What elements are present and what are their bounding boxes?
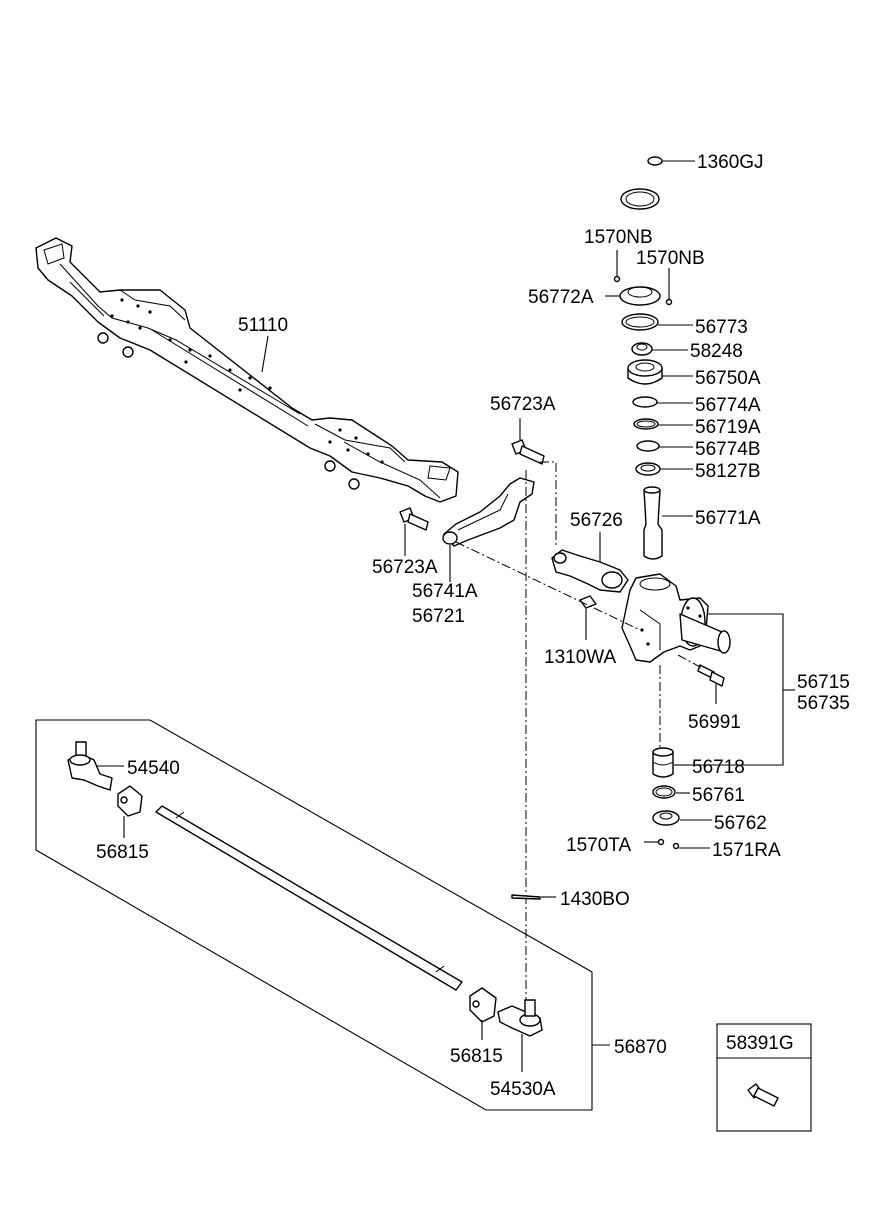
label-1430BO: 1430BO	[560, 889, 630, 910]
arm-56741A	[442, 477, 535, 547]
label-51110: 51110	[238, 315, 288, 336]
bolt-56723A-left	[399, 507, 429, 531]
fitting-1571RA	[672, 842, 680, 850]
bushing-56718	[652, 747, 674, 778]
label-54530A: 54530A	[490, 1079, 556, 1100]
label-58391G: 58391G	[726, 1033, 794, 1054]
label-56741A: 56741A	[412, 581, 478, 602]
clamp-56815-right	[469, 987, 497, 1023]
label-56774B: 56774B	[695, 439, 761, 460]
label-56815-left: 56815	[96, 842, 149, 863]
label-56726: 56726	[570, 510, 623, 531]
label-56771A: 56771A	[695, 508, 761, 529]
tie-rod-bar	[155, 805, 463, 991]
label-56761: 56761	[692, 785, 745, 806]
label-58248: 58248	[690, 341, 743, 362]
tie-rod-assembly-box	[35, 719, 593, 1111]
label-56715: 56715	[797, 672, 850, 693]
label-54540: 54540	[127, 758, 180, 779]
label-56721: 56721	[412, 606, 465, 627]
tie-rod-end-54540	[67, 741, 113, 791]
bolt-56723A-top	[511, 439, 545, 465]
label-1570NB-b: 1570NB	[636, 248, 705, 269]
centerline-c	[677, 654, 703, 669]
label-56774A: 56774A	[695, 395, 761, 416]
leader-51110	[261, 335, 269, 373]
label-56723A-left: 56723A	[372, 557, 438, 578]
steering-knuckle	[621, 573, 731, 663]
label-56718: 56718	[692, 757, 745, 778]
tie-rod-end-54530A	[497, 999, 543, 1037]
label-56991: 56991	[688, 712, 741, 733]
label-1571RA: 1571RA	[712, 840, 781, 861]
arm-56726	[551, 549, 629, 593]
kingpin-stack	[613, 156, 673, 560]
label-56773: 56773	[695, 317, 748, 338]
centerline-a	[540, 461, 557, 548]
label-56772A: 56772A	[528, 287, 594, 308]
label-56815-right: 56815	[450, 1046, 503, 1067]
label-56723A-top: 56723A	[490, 394, 556, 415]
cap-56762	[652, 810, 680, 826]
part-box-58391G	[716, 1023, 812, 1132]
pin-1430BO	[511, 894, 541, 900]
label-56762: 56762	[714, 813, 767, 834]
label-56719A: 56719A	[695, 417, 761, 438]
clamp-56815-left	[117, 785, 143, 817]
label-1360GJ: 1360GJ	[697, 152, 764, 173]
bolt-56991	[697, 664, 725, 687]
label-56735: 56735	[797, 693, 850, 714]
label-56870: 56870	[614, 1037, 667, 1058]
nut-1310WA	[579, 595, 597, 609]
label-56750A: 56750A	[695, 368, 761, 389]
axle-beam	[35, 237, 459, 503]
fitting-1570TA	[657, 838, 665, 846]
label-1310WA: 1310WA	[544, 647, 616, 668]
label-1570NB-a: 1570NB	[584, 227, 653, 248]
label-1570TA: 1570TA	[566, 835, 631, 856]
label-58127B: 58127B	[695, 461, 761, 482]
